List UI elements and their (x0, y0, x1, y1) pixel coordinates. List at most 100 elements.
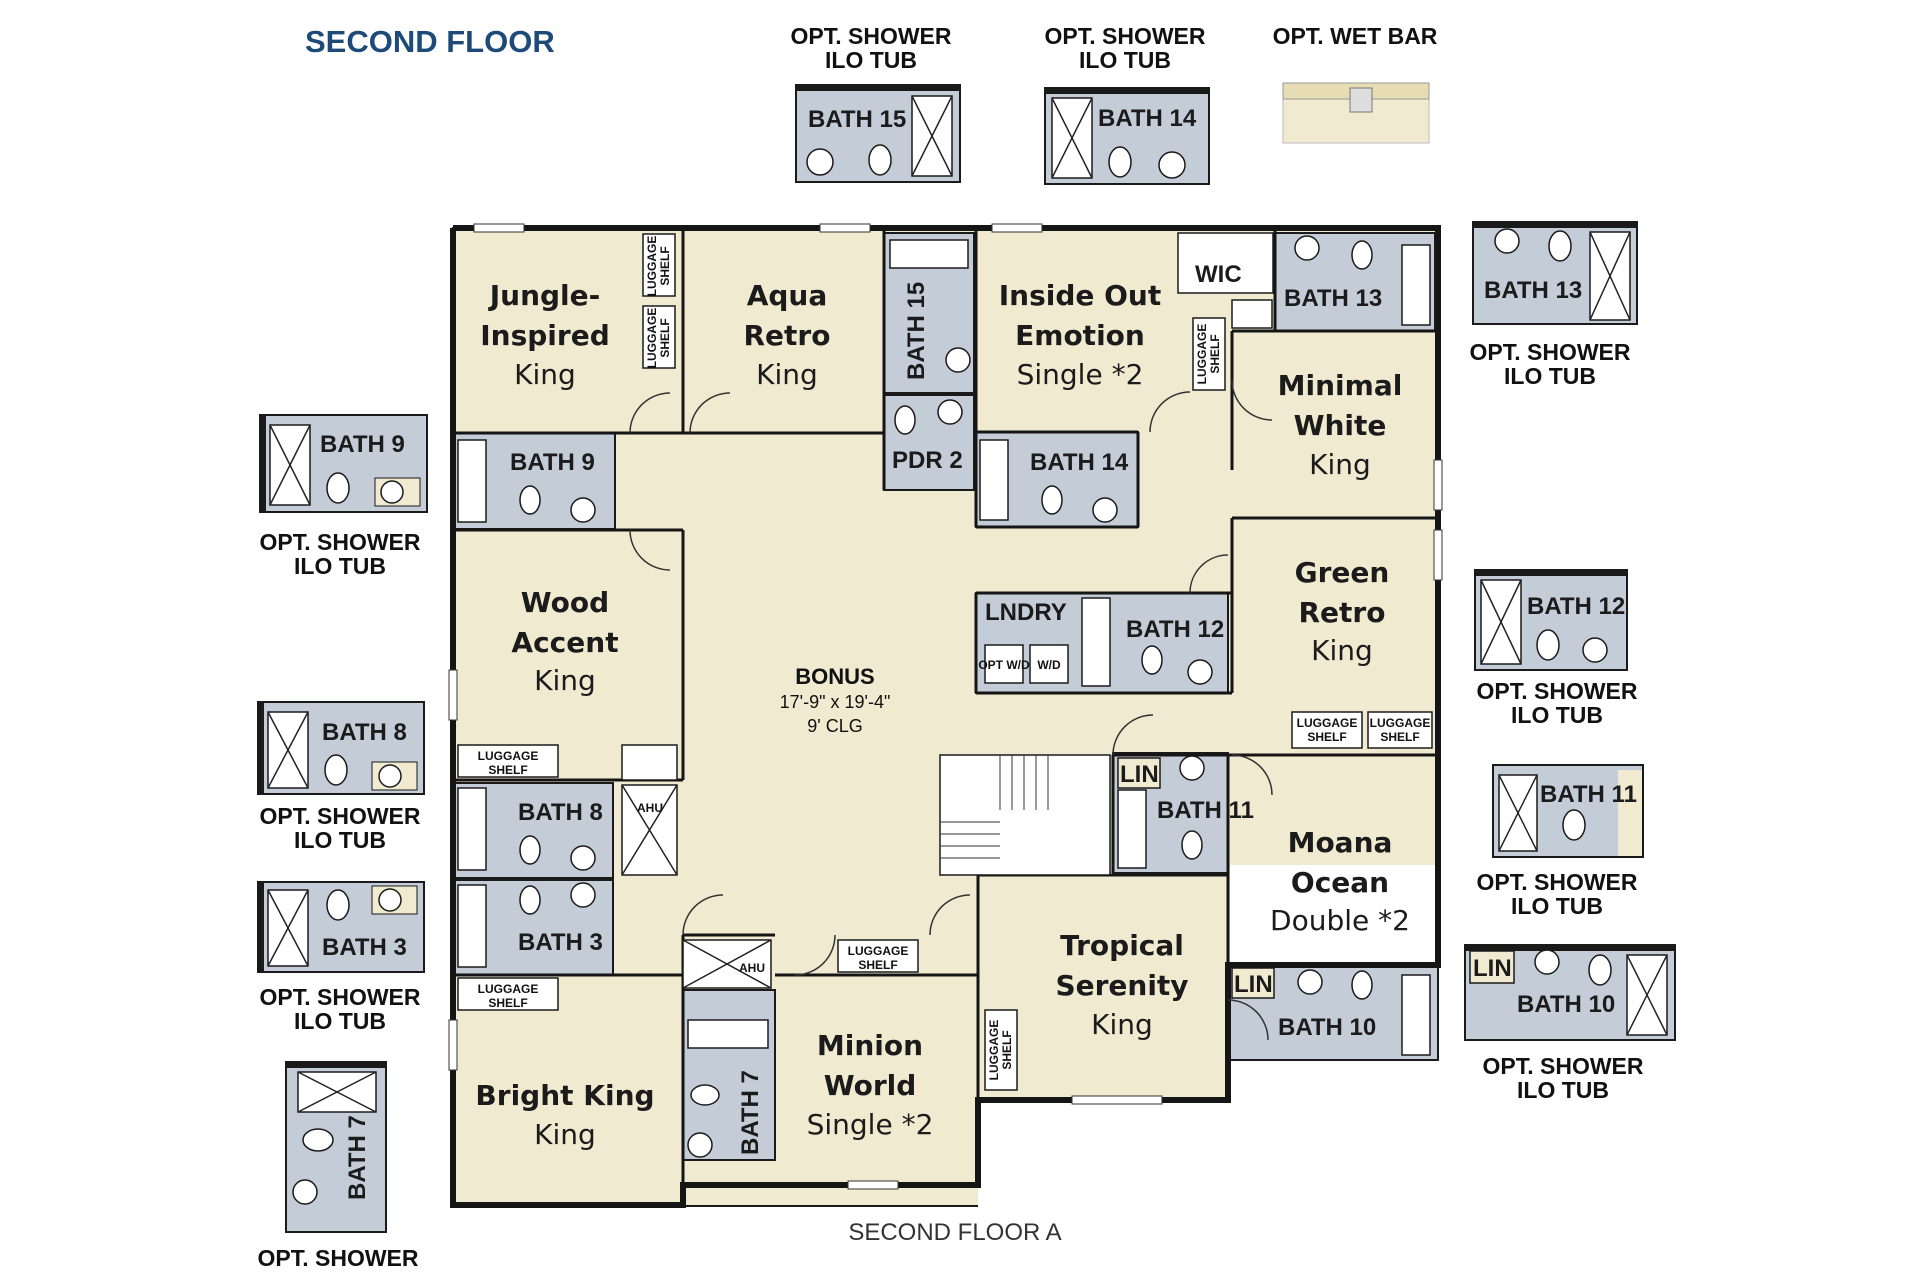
opt-shower-bath13-inset: BATH 13 OPT. SHOWER ILO TUB (1469, 221, 1638, 389)
room-bed: King (1091, 1008, 1153, 1041)
bath-11-opt-label: BATH 11 (1540, 781, 1637, 808)
opt-label-1: OPT. SHOWER (1469, 339, 1630, 365)
room-name-line2: Inspired (480, 319, 610, 352)
opt-shower-bath11-inset: BATH 11 OPT. SHOWER ILO TUB (1476, 764, 1644, 919)
bath-11-label: BATH 11 (1157, 797, 1254, 824)
opt-label-2: ILO TUB (1511, 702, 1603, 728)
room-name-line2: Accent (511, 626, 618, 659)
shelf-label-bright: SHELF (488, 996, 527, 1010)
room-minimal-white: Minimal White King (1278, 369, 1403, 481)
shelf-label-green-2: SHELF (1380, 730, 1419, 744)
stairs (939, 754, 1111, 876)
room-bed: King (514, 358, 576, 391)
luggage-label-jungle-1: LUGGAGE (645, 236, 659, 297)
room-name-line2: White (1294, 409, 1387, 442)
opt-label-1: OPT. SHOWER (259, 984, 420, 1010)
room-bed: Single *2 (807, 1108, 934, 1141)
bath-10-label: BATH 10 (1278, 1014, 1376, 1041)
opt-label-2: ILO TUB (1079, 47, 1171, 73)
wic-label: WIC (1195, 261, 1242, 288)
opt-label-1: OPT. SHOWER (1044, 23, 1205, 49)
opt-shower-bath3-inset: BATH 3 OPT. SHOWER ILO TUB (257, 881, 425, 1034)
bath-10-opt-label: BATH 10 (1517, 991, 1615, 1018)
opt-wd-label: OPT W/D (978, 658, 1030, 672)
opt-label-2: ILO TUB (1517, 1077, 1609, 1103)
opt-label-1: OPT. SHOWER (259, 803, 420, 829)
room-name-line1: Tropical (1060, 929, 1184, 962)
opt-label-2: ILO TUB (1504, 363, 1596, 389)
room-bonus: BONUS 17'-9" x 19'-4" 9' CLG (780, 664, 891, 736)
room-name-line2: Ocean (1291, 866, 1389, 899)
opt-shower-bath10-inset: LIN BATH 10 OPT. SHOWER ILO TUB (1464, 944, 1676, 1103)
room-bed: Double *2 (1270, 904, 1410, 937)
bonus-name: BONUS (795, 664, 874, 689)
opt-label-1: OPT. SHOWER (257, 1245, 418, 1271)
opt-label-2: ILO TUB (825, 47, 917, 73)
opt-label-2: ILO TUB (294, 553, 386, 579)
opt-shower-bath12-inset: BATH 12 OPT. SHOWER ILO TUB (1474, 569, 1638, 728)
opt-shower-bath15-inset: OPT. SHOWER ILO TUB BATH 15 (790, 23, 961, 183)
room-name-line2: Retro (1299, 596, 1386, 629)
room-name-line1: Green (1295, 556, 1390, 589)
bath-8-label: BATH 8 (518, 799, 603, 826)
room-name-line2: Serenity (1055, 969, 1188, 1002)
luggage-label-bath8: LUGGAGE (478, 749, 539, 763)
bath-15-opt-label: BATH 15 (808, 106, 906, 133)
lin-opt-label: LIN (1473, 955, 1512, 982)
opt-label-1: OPT. SHOWER (1476, 678, 1637, 704)
ahu-2-label: AHU (739, 961, 765, 975)
luggage-label-jungle-2: LUGGAGE (645, 308, 659, 369)
room-name-line1: Bright King (475, 1079, 654, 1112)
bath-14-label: BATH 14 (1030, 449, 1129, 476)
bath-12-label: BATH 12 (1126, 616, 1224, 643)
luggage-label-minion: LUGGAGE (848, 944, 909, 958)
luggage-label-insideout: LUGGAGE (1195, 324, 1209, 385)
bath-8-opt-label: BATH 8 (322, 719, 407, 746)
room-name-line2: World (824, 1069, 917, 1102)
room-bed: Single *2 (1017, 358, 1144, 391)
wd-label: W/D (1037, 658, 1061, 672)
bath-9-label: BATH 9 (510, 449, 595, 476)
pdr-2-label: PDR 2 (892, 447, 963, 474)
room-tropical-serenity: Tropical Serenity King (1055, 929, 1188, 1041)
room-bed: King (534, 664, 596, 697)
bath-7-label: BATH 7 (737, 1070, 764, 1155)
opt-label-2: ILO TUB (1511, 893, 1603, 919)
bonus-ceiling: 9' CLG (807, 716, 862, 736)
opt-shower-bath9-inset: BATH 9 OPT. SHOWER ILO TUB (259, 414, 428, 579)
room-name-line2: Retro (744, 319, 831, 352)
luggage-label-green-1: LUGGAGE (1297, 716, 1358, 730)
laundry-label: LNDRY (985, 599, 1067, 626)
room-bed: King (756, 358, 818, 391)
opt-wet-bar-inset: OPT. WET BAR (1273, 23, 1438, 144)
room-name-line1: Aqua (747, 279, 828, 312)
luggage-label-tropical: LUGGAGE (987, 1020, 1001, 1081)
room-bed: King (1311, 634, 1373, 667)
room-jungle-inspired: Jungle- Inspired King (480, 279, 610, 391)
room-wood-accent: Wood Accent King (511, 586, 618, 697)
shelf-label-bath8: SHELF (488, 763, 527, 777)
luggage-label-green-2: LUGGAGE (1370, 716, 1431, 730)
shelf-label-minion: SHELF (858, 958, 897, 972)
floor-title: SECOND FLOOR (305, 24, 555, 59)
bath-7-opt-label: BATH 7 (344, 1115, 371, 1200)
bath-14-opt-label: BATH 14 (1098, 105, 1197, 132)
bath-12-opt-label: BATH 12 (1527, 593, 1625, 620)
bath-13-opt-label: BATH 13 (1484, 277, 1582, 304)
opt-label-1: OPT. SHOWER (259, 529, 420, 555)
bath-15-label: BATH 15 (903, 282, 930, 380)
opt-label-1: OPT. SHOWER (1482, 1053, 1643, 1079)
shelf-label-insideout: SHELF (1208, 334, 1222, 373)
room-aqua-retro: Aqua Retro King (744, 279, 831, 391)
opt-wetbar-label: OPT. WET BAR (1273, 23, 1438, 49)
opt-label-1: OPT. SHOWER (790, 23, 951, 49)
lin-10-label: LIN (1234, 971, 1273, 998)
room-name-line1: Jungle- (488, 279, 601, 312)
room-name-line1: Minion (817, 1029, 923, 1062)
luggage-label-bright: LUGGAGE (478, 982, 539, 996)
room-name-line2: Emotion (1015, 319, 1145, 352)
bonus-dims: 17'-9" x 19'-4" (780, 692, 891, 712)
opt-shower-bath14-inset: OPT. SHOWER ILO TUB BATH 14 (1044, 23, 1210, 185)
opt-label-1: OPT. SHOWER (1476, 869, 1637, 895)
